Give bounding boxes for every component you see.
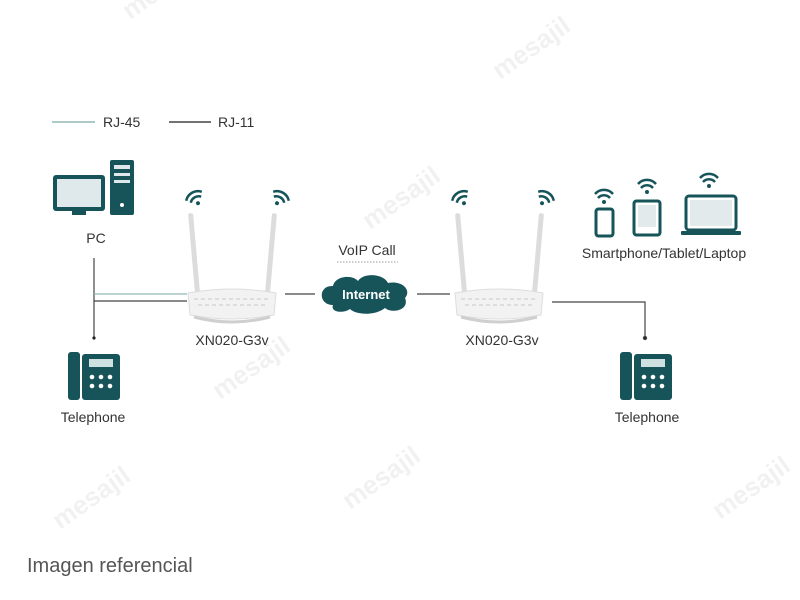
wireless-devices-label: Smartphone/Tablet/Laptop xyxy=(582,245,746,261)
right-cabling xyxy=(552,301,648,341)
svg-text:mesajil: mesajil xyxy=(706,450,795,525)
tablet-icon xyxy=(632,199,662,237)
svg-text:mesajil: mesajil xyxy=(336,440,425,515)
wifi-icon xyxy=(182,186,209,211)
router-left-label: XN020-G3v xyxy=(195,332,268,348)
wifi-icon xyxy=(531,186,558,211)
rj11-legend-label: RJ-11 xyxy=(218,114,255,130)
router-left-image xyxy=(186,211,279,324)
telephone-right-icon xyxy=(620,352,672,400)
smartphone-icon xyxy=(594,207,615,238)
svg-text:mesajil: mesajil xyxy=(486,10,575,85)
wifi-icon xyxy=(266,186,293,211)
telephone-left-icon xyxy=(68,352,120,400)
watermarks: mesajil mesajil mesajil mesajil mesajil … xyxy=(46,0,795,535)
pc-label: PC xyxy=(86,230,105,246)
router-right-image xyxy=(453,211,546,324)
reference-image-caption: Imagen referencial xyxy=(27,555,193,577)
wireless-devices-icons xyxy=(593,172,741,238)
laptop-icon xyxy=(684,194,738,232)
svg-text:mesajil: mesajil xyxy=(356,160,445,235)
internet-cloud-icon xyxy=(321,275,408,314)
rj45-legend-label: RJ-45 xyxy=(103,114,141,130)
left-cabling xyxy=(92,258,187,340)
pc-icon xyxy=(53,160,134,215)
svg-text:mesajil: mesajil xyxy=(116,0,205,25)
voip-call-label: VoIP Call xyxy=(338,242,395,258)
internet-label: Internet xyxy=(342,287,390,302)
router-right-label: XN020-G3v xyxy=(465,332,538,348)
telephone-left-label: Telephone xyxy=(61,409,126,425)
wifi-icon xyxy=(448,186,475,211)
svg-text:mesajil: mesajil xyxy=(46,460,135,535)
telephone-right-label: Telephone xyxy=(615,409,680,425)
